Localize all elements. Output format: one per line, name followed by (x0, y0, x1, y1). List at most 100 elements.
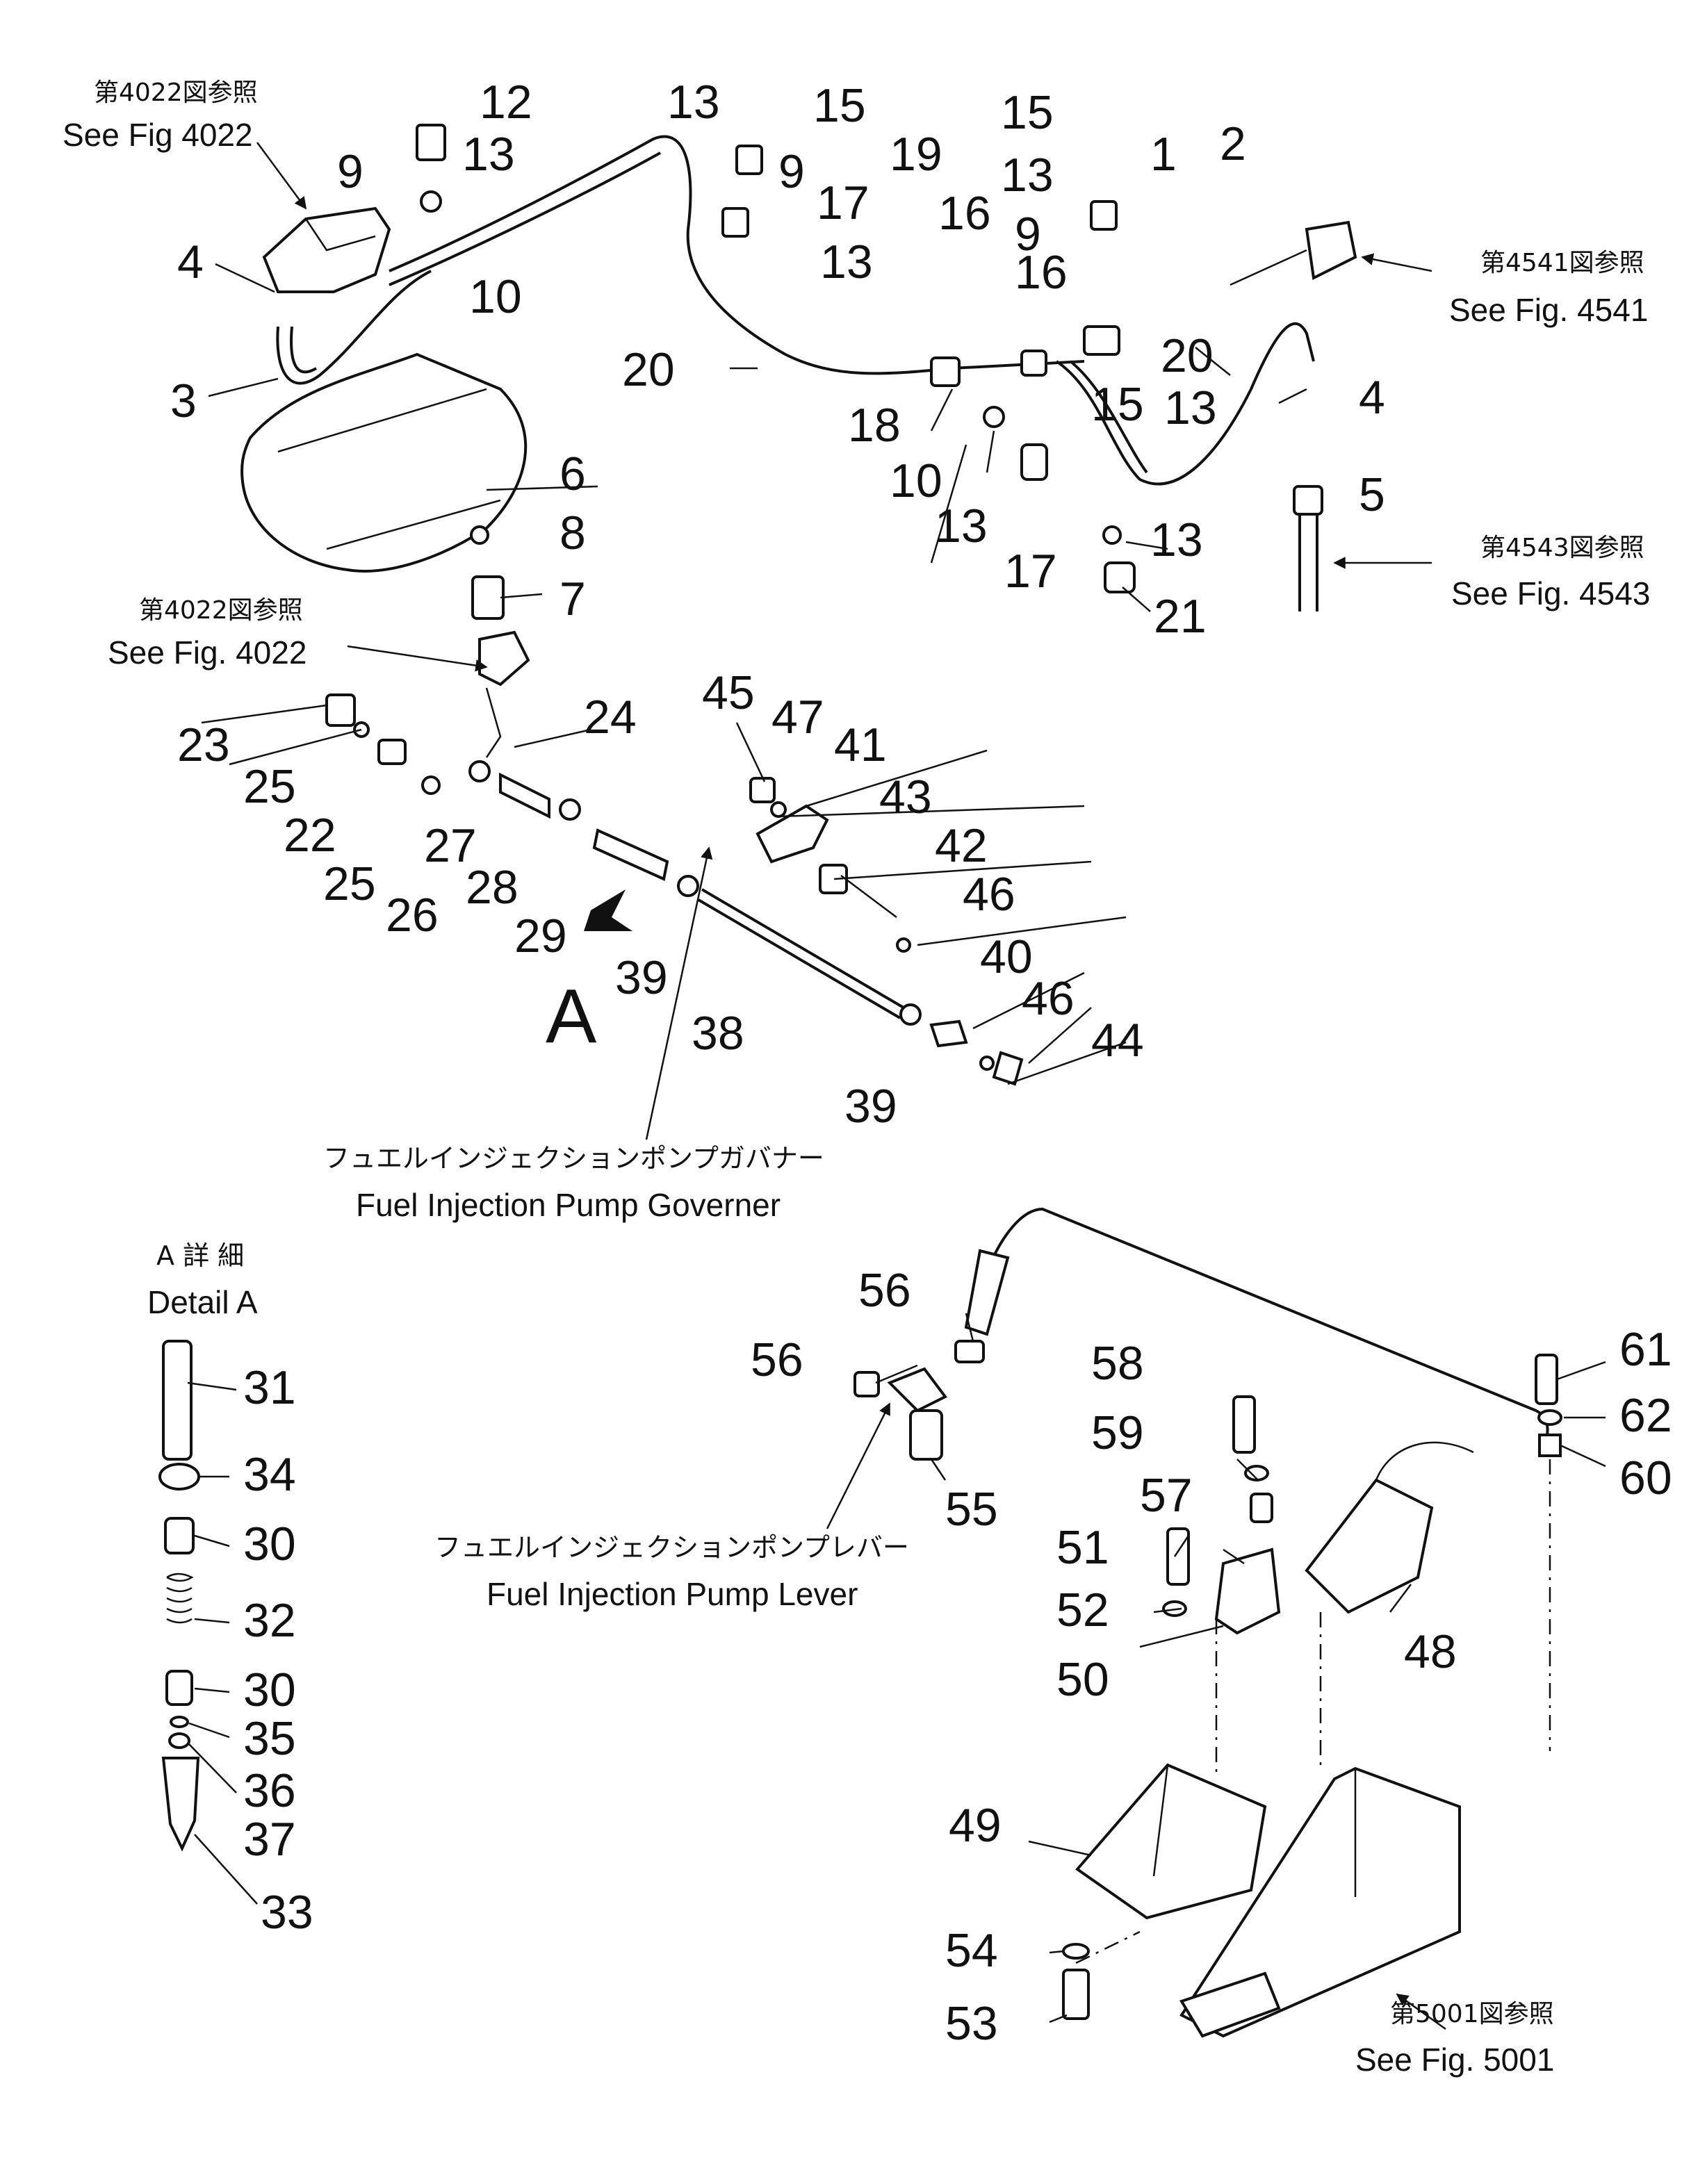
ref-fig4022-top-jp: 第4022図参照 (94, 79, 258, 107)
part-number-57: 57 (1140, 1469, 1193, 1522)
part-number-36: 36 (243, 1764, 296, 1817)
part-number-56: 56 (858, 1264, 911, 1317)
reference-labels: 第4022図参照 See Fig 4022 第4022図参照 See Fig. … (63, 79, 1650, 2078)
caption-detail-jp: A 詳 細 (156, 1240, 244, 1271)
part-number-6: 6 (560, 448, 586, 500)
part-number-16: 16 (938, 187, 991, 240)
part-number-18: 18 (848, 399, 901, 452)
part-number-32: 32 (243, 1594, 296, 1647)
part-number-21: 21 (1154, 590, 1207, 643)
leader-lines (187, 142, 1606, 2030)
part-number-10: 10 (469, 270, 522, 323)
part-number-13: 13 (462, 128, 515, 181)
part-number-56: 56 (751, 1333, 803, 1386)
part-number-25: 25 (243, 760, 296, 813)
part-number-4: 4 (177, 236, 204, 288)
caption-governor-jp: フュエルインジェクションポンプガバナー (323, 1143, 824, 1174)
part-number-23: 23 (177, 719, 230, 771)
ref-fig4022-mid-jp: 第4022図参照 (139, 596, 303, 625)
part-number-53: 53 (945, 1997, 998, 2050)
part-number-9: 9 (337, 145, 364, 198)
part-number-49: 49 (949, 1799, 1002, 1852)
part-number-43: 43 (879, 771, 932, 823)
ref-fig4541-en: See Fig. 4541 (1449, 292, 1648, 328)
part-number-13: 13 (1001, 149, 1054, 202)
part-number-10: 10 (890, 454, 942, 507)
part-number-40: 40 (980, 930, 1033, 983)
part-number-37: 37 (243, 1813, 296, 1866)
caption-lever-en: Fuel Injection Pump Lever (487, 1576, 858, 1612)
part-number-27: 27 (424, 819, 477, 872)
part-number-58: 58 (1091, 1337, 1144, 1390)
part-number-35: 35 (243, 1712, 296, 1765)
part-number-15: 15 (1001, 86, 1054, 139)
part-number-30: 30 (243, 1518, 296, 1570)
part-number-20: 20 (622, 343, 675, 396)
part-number-1: 1 (1150, 128, 1177, 181)
part-number-51: 51 (1056, 1521, 1109, 1574)
part-number-38: 38 (692, 1007, 744, 1060)
caption-governor-en: Fuel Injection Pump Governer (356, 1187, 781, 1223)
part-number-5: 5 (1359, 468, 1385, 521)
part-number-39: 39 (844, 1080, 897, 1133)
part-number-34: 34 (243, 1448, 296, 1501)
part-number-15: 15 (813, 79, 866, 132)
part-number-48: 48 (1404, 1625, 1457, 1678)
part-number-61: 61 (1619, 1323, 1672, 1376)
part-number-2: 2 (1220, 117, 1246, 170)
caption-detail-en: Detail A (147, 1284, 258, 1320)
caption-lever-jp: フュエルインジェクションポンプレバー (434, 1532, 909, 1563)
ref-fig4541-jp: 第4541図参照 (1480, 249, 1644, 277)
part-number-55: 55 (945, 1483, 998, 1536)
ref-fig5001-jp: 第5001図参照 (1390, 2000, 1554, 2028)
part-number-3: 3 (170, 375, 197, 427)
part-number-7: 7 (560, 573, 586, 625)
part-numbers: 12 13 9 4 10 3 6 8 7 13 15 9 17 13 20 19… (170, 76, 1672, 2050)
part-number-62: 62 (1619, 1389, 1672, 1442)
part-number-46: 46 (963, 868, 1015, 921)
part-number-25: 25 (323, 857, 376, 910)
part-number-13: 13 (935, 500, 988, 552)
part-number-44: 44 (1091, 1014, 1144, 1067)
part-number-12: 12 (480, 76, 532, 129)
part-number-16: 16 (1015, 246, 1068, 299)
part-number-13: 13 (820, 236, 873, 288)
part-number-41: 41 (834, 719, 887, 771)
part-number-28: 28 (466, 861, 518, 914)
pedal-assembly-drawing (854, 1207, 1562, 2038)
part-number-13: 13 (1150, 514, 1203, 566)
ref-fig4543-jp: 第4543図参照 (1480, 534, 1644, 562)
part-number-60: 60 (1619, 1452, 1672, 1504)
part-number-33: 33 (261, 1886, 313, 1939)
part-number-26: 26 (386, 889, 439, 942)
part-number-54: 54 (945, 1924, 998, 1977)
ref-fig4022-top-en: See Fig 4022 (63, 117, 253, 153)
ref-fig4543-en: See Fig. 4543 (1451, 575, 1650, 611)
linkage-drawing (325, 630, 1024, 1086)
part-number-29: 29 (514, 910, 567, 962)
part-number-19: 19 (890, 128, 942, 181)
ref-fig4022-mid-en: See Fig. 4022 (108, 634, 307, 671)
part-number-17: 17 (1004, 545, 1057, 598)
part-number-13: 13 (1164, 381, 1217, 434)
captions: フュエルインジェクションポンプガバナー Fuel Injection Pump … (147, 974, 909, 1612)
detail-a-marker: A (546, 974, 597, 1059)
part-number-9: 9 (778, 145, 805, 198)
part-number-8: 8 (560, 507, 586, 559)
part-number-47: 47 (771, 691, 824, 744)
part-number-45: 45 (702, 666, 755, 719)
part-number-20: 20 (1161, 329, 1214, 382)
part-number-15: 15 (1091, 378, 1144, 431)
part-number-59: 59 (1091, 1406, 1144, 1459)
part-number-22: 22 (284, 809, 336, 862)
detail-a-drawing (158, 1340, 200, 1852)
part-number-17: 17 (817, 176, 869, 229)
part-number-24: 24 (584, 691, 637, 744)
part-number-13: 13 (667, 76, 720, 129)
part-number-42: 42 (935, 819, 988, 872)
part-number-52: 52 (1056, 1584, 1109, 1636)
part-number-46: 46 (1022, 972, 1075, 1025)
top-assembly-drawing (240, 124, 1357, 620)
part-number-39: 39 (615, 951, 668, 1004)
